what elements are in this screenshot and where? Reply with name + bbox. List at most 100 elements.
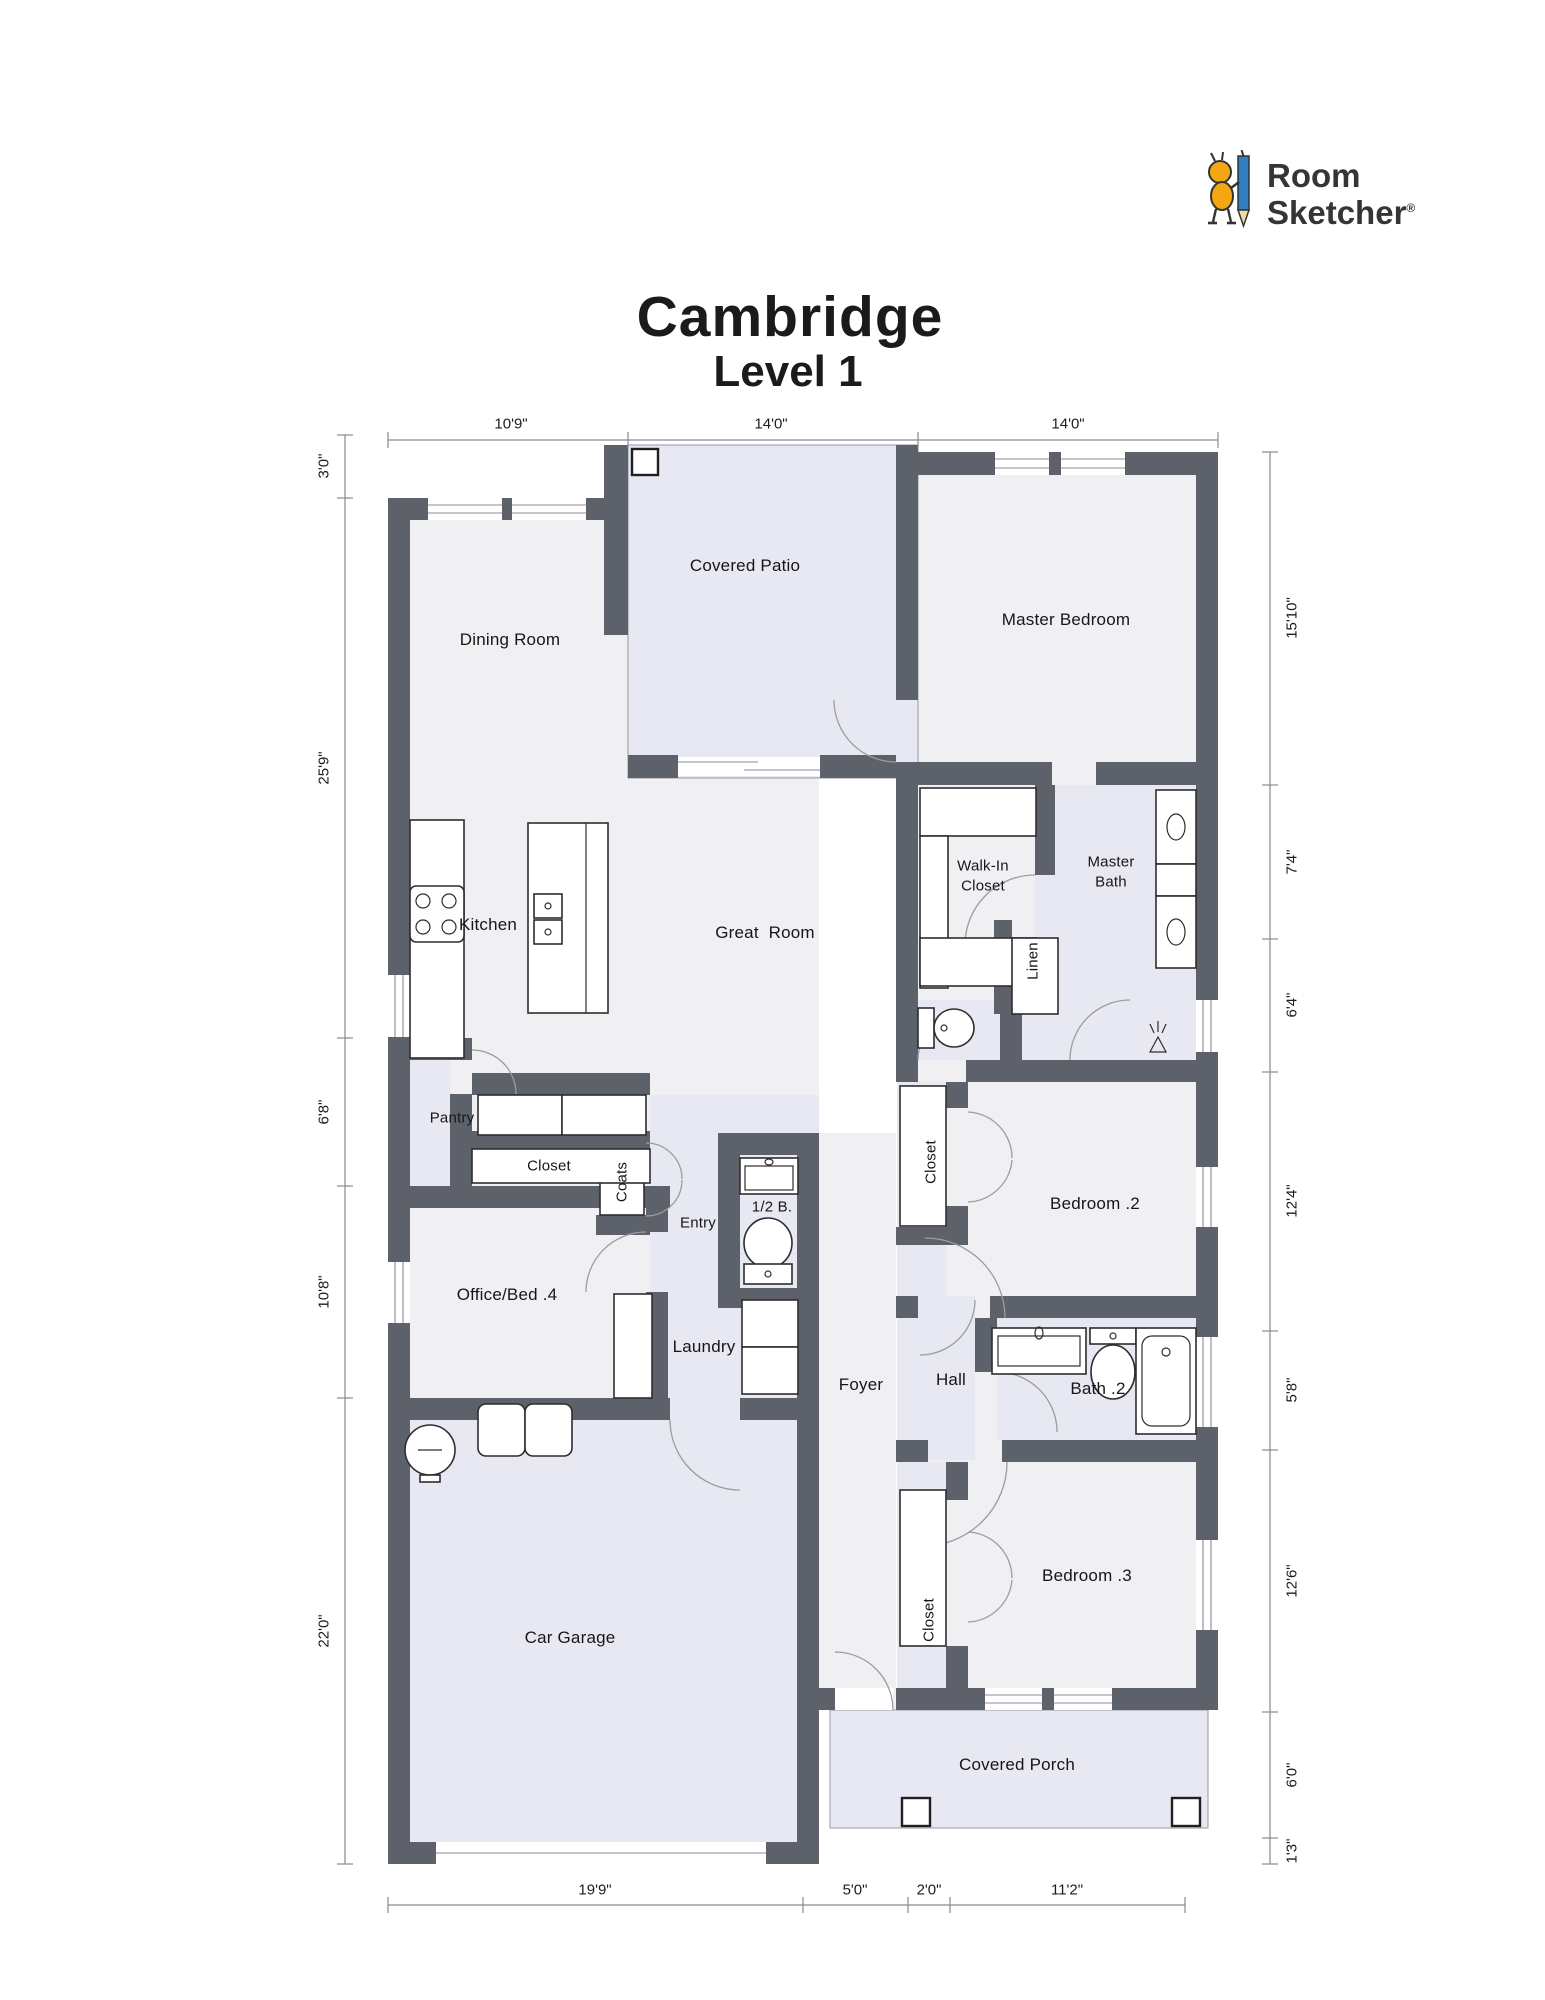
roomsketcher-wordmark: Room Sketcher® xyxy=(1267,157,1416,232)
windows xyxy=(388,452,1218,1864)
porch-post xyxy=(900,1796,932,1828)
bath2-window xyxy=(1196,1337,1218,1427)
bedroom3-closet-shelf xyxy=(899,1489,947,1647)
dim-left-4: 22'0" xyxy=(315,1614,333,1648)
dim-right-5: 12'6" xyxy=(1283,1564,1301,1598)
dim-top-0: 10'9" xyxy=(494,415,528,433)
room-label-foyer: Foyer xyxy=(838,1374,884,1394)
stove xyxy=(409,885,465,943)
coats-bifold-arc xyxy=(645,1142,683,1180)
room-label-coats: Coats xyxy=(613,1161,631,1203)
dim-bottom-2: 2'0" xyxy=(916,1881,942,1899)
room-label-pantry: Pantry xyxy=(429,1109,475,1127)
dining-window xyxy=(428,498,502,520)
bedroom2-window xyxy=(1196,1167,1218,1227)
kitchen-island xyxy=(527,822,609,1014)
entry-cabinets xyxy=(477,1094,647,1136)
master-bedroom-window xyxy=(995,452,1125,475)
bedroom2-door-arc xyxy=(924,1237,1006,1319)
front-door-opening xyxy=(835,1688,893,1710)
roomsketcher-mascot-icon xyxy=(1208,149,1251,229)
walk-in-closet-door-arc xyxy=(964,874,1036,946)
room-label-office: Office/Bed .4 xyxy=(456,1284,558,1304)
room-label-half-bath: 1/2 B. xyxy=(751,1198,793,1216)
linen-cabinet xyxy=(1011,937,1059,1015)
room-label-hall: Hall xyxy=(935,1369,967,1389)
room-label-bath2: Bath .2 xyxy=(1070,1378,1126,1398)
dim-right-4: 5'8" xyxy=(1283,1377,1301,1403)
registered-mark: ® xyxy=(1406,200,1416,215)
logo-word-sketcher: Sketcher xyxy=(1267,193,1407,231)
room-label-porch: Covered Porch xyxy=(959,1754,1075,1774)
dim-left-1: 25'9" xyxy=(315,751,333,785)
laundry-door-leaf xyxy=(613,1293,653,1399)
dim-top-2: 14'0" xyxy=(1051,415,1085,433)
master-suite-door-arc xyxy=(833,699,897,763)
logo-word-room: Room xyxy=(1267,157,1361,194)
roomsketcher-logo: Room Sketcher® xyxy=(1205,149,1435,240)
bedroom2-closet-shelf xyxy=(899,1085,947,1227)
front-door-arc xyxy=(834,1651,894,1711)
wc-toilet xyxy=(917,1007,975,1049)
room-label-bedroom3-closet: Closet xyxy=(920,1598,938,1642)
bedroom2-closet-bifold-arc xyxy=(967,1111,1013,1159)
bath2-vanity xyxy=(991,1326,1087,1375)
patio-floor xyxy=(628,445,918,778)
porch-post xyxy=(1170,1796,1202,1828)
hall-floor xyxy=(897,1296,975,1460)
dim-left-3: 10'8" xyxy=(315,1275,333,1309)
bath2-tub xyxy=(1135,1327,1197,1435)
room-label-kitchen-closet: Closet xyxy=(527,1157,571,1175)
garage-door-opening xyxy=(436,1842,766,1864)
room-label-garage: Car Garage xyxy=(524,1627,616,1647)
half-bath-sink xyxy=(739,1157,799,1195)
water-heater xyxy=(404,1424,456,1483)
room-label-kitchen: Kitchen xyxy=(458,914,518,934)
room-label-bedroom3: Bedroom .3 xyxy=(1042,1565,1132,1585)
pantry-door-arc xyxy=(471,1049,517,1095)
room-label-laundry: Laundry xyxy=(672,1336,736,1356)
room-label-master-bedroom: Master Bedroom xyxy=(1001,609,1131,629)
office-window xyxy=(388,1262,410,1323)
garage-entry-door-arc xyxy=(669,1419,741,1491)
room-label-great-room: Great Room xyxy=(715,922,815,942)
hall-door-arc xyxy=(919,1299,976,1356)
bedroom3-closet-bifold-arc xyxy=(967,1579,1013,1623)
dim-bottom-3: 11'2" xyxy=(1050,1881,1084,1899)
room-label-entry: Entry xyxy=(679,1214,717,1232)
washer-dryer xyxy=(741,1299,799,1395)
room-label-patio: Covered Patio xyxy=(689,555,801,575)
room-label-linen: Linen xyxy=(1024,942,1042,980)
dimension-lines xyxy=(337,432,1278,1913)
porch-floor xyxy=(830,1710,1208,1828)
master-bath-vanity xyxy=(1155,789,1197,969)
dim-right-2: 6'4" xyxy=(1283,992,1301,1018)
room-label-walk-in-closet: Walk-In Closet xyxy=(957,857,1009,895)
bath2-toilet xyxy=(1089,1327,1137,1400)
patio-post xyxy=(630,447,660,477)
patio-sliding-door xyxy=(678,757,820,776)
room-label-dining: Dining Room xyxy=(459,629,561,649)
utility-sinks xyxy=(477,1403,573,1457)
dining-window xyxy=(512,498,586,520)
dim-right-6: 6'0" xyxy=(1283,1762,1301,1788)
dim-right-3: 12'4" xyxy=(1283,1184,1301,1218)
bedroom2-closet-bifold-arc xyxy=(967,1159,1013,1203)
coats-bifold-arc xyxy=(645,1179,683,1217)
garage-floor xyxy=(398,1420,797,1842)
room-label-master-bath: Master Bath xyxy=(1087,853,1135,891)
dim-bottom-0: 19'9" xyxy=(578,1881,612,1899)
dim-right-1: 7'4" xyxy=(1283,849,1301,875)
kitchen-window xyxy=(388,975,410,1037)
bedroom3-rear-window xyxy=(985,1688,1112,1710)
bedroom3-window xyxy=(1196,1540,1218,1630)
fixtures xyxy=(404,447,1202,1828)
dim-left-0: 3'0" xyxy=(315,453,333,479)
kitchen-closet-box xyxy=(471,1148,651,1184)
office-door-arc xyxy=(585,1231,647,1293)
room-label-bedroom2-closet: Closet xyxy=(922,1140,940,1184)
half-bath-toilet xyxy=(743,1217,793,1285)
shower-head-icon xyxy=(1149,1021,1167,1053)
